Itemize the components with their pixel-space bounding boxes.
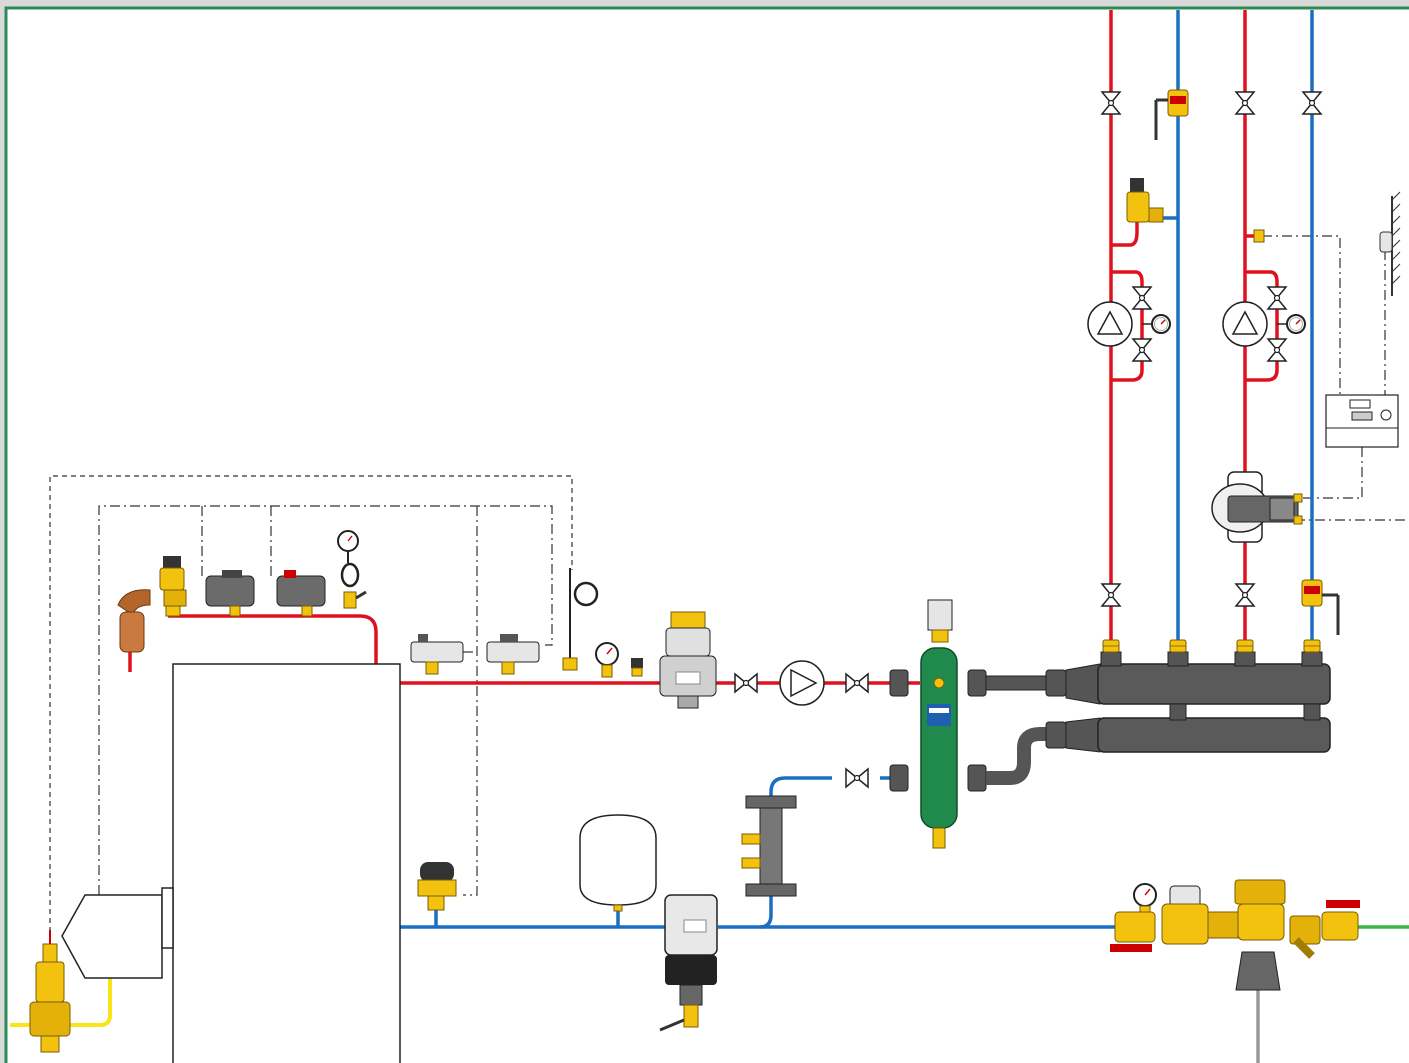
- manifold-nut-1: [1102, 639, 1120, 653]
- manifold-nut-4: [1303, 639, 1321, 653]
- outdoor-sensor: [1379, 191, 1401, 296]
- hydraulic-separator: [889, 599, 987, 849]
- thermometer: [562, 568, 599, 671]
- controller: [1325, 394, 1399, 448]
- manifold-nut-2: [1169, 639, 1187, 653]
- air-vent-small: [631, 658, 643, 677]
- zone2-pressure-gauge: [1286, 314, 1306, 334]
- zone1-safety-valve: [1126, 178, 1164, 223]
- zone-pump-2: [1222, 301, 1268, 347]
- zone2-flow-sensor: [1253, 229, 1265, 243]
- manifold: [1065, 651, 1331, 753]
- pressure-gauge-flow: [595, 642, 619, 678]
- gas-valve: [29, 930, 71, 1053]
- pressure-switch-1: [205, 570, 255, 617]
- manifold-nut-3: [1236, 639, 1254, 653]
- boiler: [172, 663, 401, 1063]
- pressure-switch-2: [276, 570, 326, 617]
- zone1-pressure-gauge: [1151, 314, 1171, 334]
- zone2-ball-valve: [1301, 579, 1340, 635]
- safety-valve: [159, 556, 187, 617]
- zone-pump-1: [1087, 301, 1133, 347]
- pressure-switches-flow: [410, 634, 540, 675]
- filling-group: [1110, 879, 1360, 991]
- pressure-gauge-boiler: [337, 530, 367, 609]
- flow-meter: [741, 795, 797, 897]
- air-separator-elbow: [117, 589, 151, 653]
- manifold-connections: [985, 669, 1067, 785]
- mixing-valve: [1211, 471, 1303, 543]
- dirt-separator: [659, 611, 717, 709]
- magnetic-dirt-separator: [659, 894, 718, 1032]
- burner: [61, 887, 174, 979]
- control-wiring: [49, 235, 1409, 950]
- automatic-air-vent: [417, 862, 457, 911]
- circulation-pump: [779, 660, 825, 706]
- zone1-ball-valve: [1154, 89, 1189, 140]
- expansion-vessel: [579, 814, 657, 912]
